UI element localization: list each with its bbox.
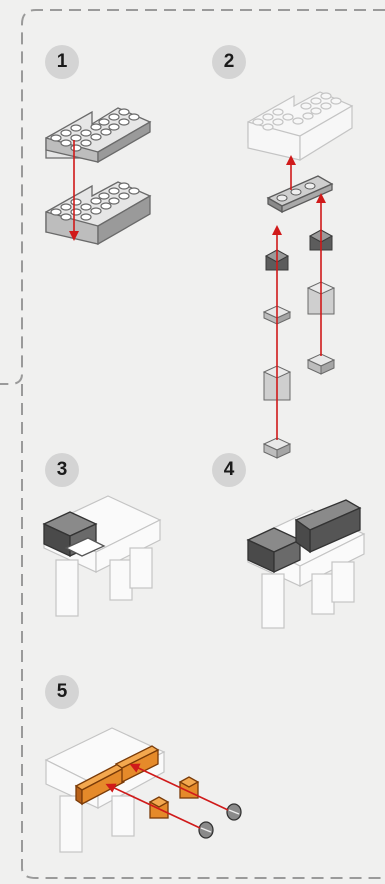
step-2-number: 2 <box>224 51 235 73</box>
step4-illustration <box>248 500 364 628</box>
step1-illustration <box>46 108 150 244</box>
step-3-number: 3 <box>57 459 68 481</box>
step5-illustration <box>46 728 241 852</box>
step2-faded-plate <box>248 92 352 160</box>
step2-illustration <box>248 92 352 458</box>
step-4-number: 4 <box>224 459 235 481</box>
step5-pins <box>199 804 241 838</box>
step1-bottom-plate <box>46 182 150 244</box>
step2-hinge-bar <box>268 176 332 212</box>
step-5-badge: 5 <box>45 675 79 709</box>
step-3-badge: 3 <box>45 453 79 487</box>
step-1-badge: 1 <box>45 45 79 79</box>
step-1-number: 1 <box>57 51 68 73</box>
step-5-number: 5 <box>57 681 68 703</box>
step3-illustration <box>44 496 160 616</box>
step-4-badge: 4 <box>212 453 246 487</box>
step-2-badge: 2 <box>212 45 246 79</box>
step5-orange-clips <box>150 777 198 818</box>
step1-top-plate <box>46 108 150 162</box>
